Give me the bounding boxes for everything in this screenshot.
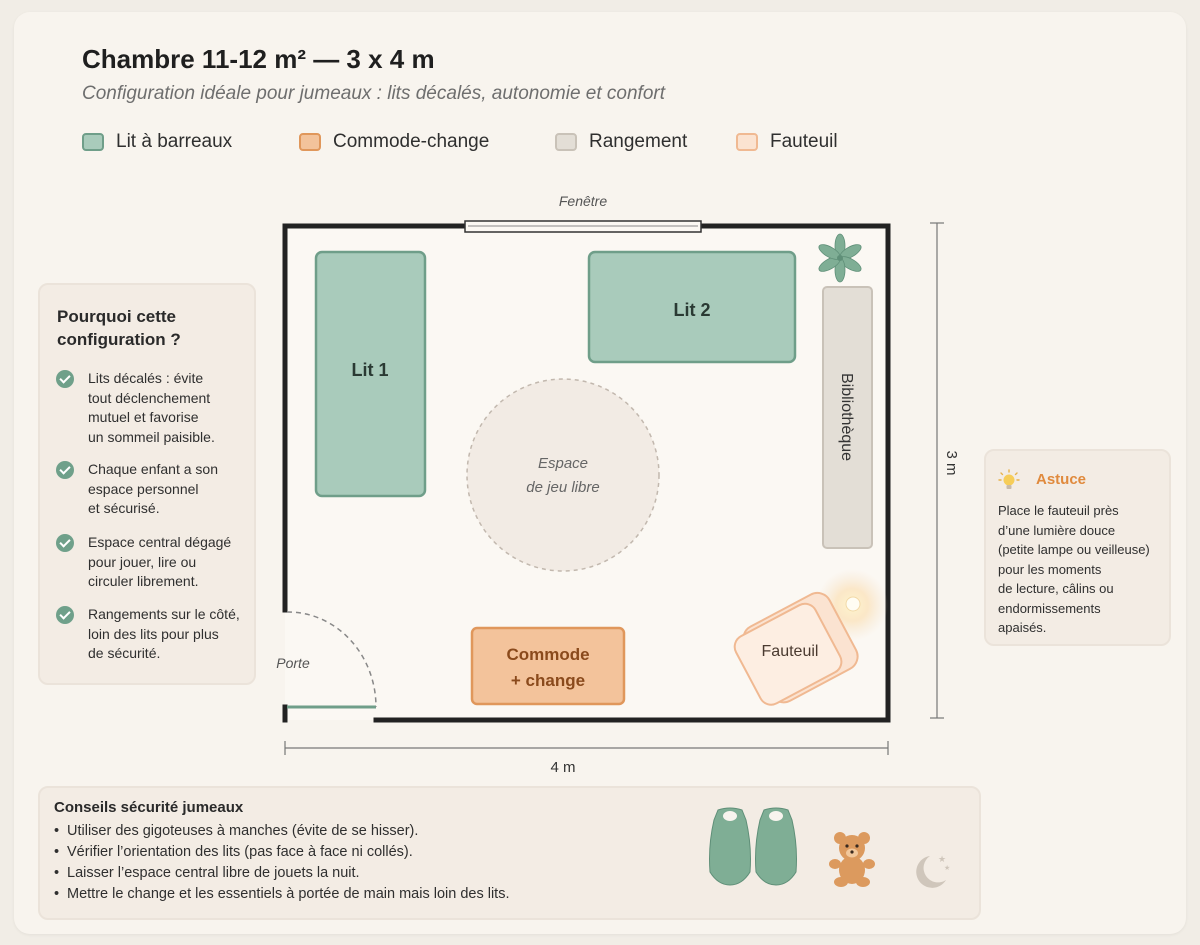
- bed-1-label: Lit 1: [351, 360, 388, 380]
- check-icon: [56, 370, 74, 388]
- door-label: Porte: [276, 655, 310, 671]
- play-area-label: Espace: [538, 455, 588, 472]
- safety-list: Utiliser des gigoteuses à manches (évite…: [54, 821, 509, 905]
- legend-item-storage: Rangement: [555, 131, 687, 153]
- lightbulb-icon: [998, 469, 1020, 489]
- window-label: Fenêtre: [559, 193, 607, 209]
- svg-text:★: ★: [944, 864, 950, 872]
- safety-title: Conseils sécurité jumeaux: [54, 799, 244, 816]
- legend-swatch-dresser: [299, 133, 321, 151]
- reason-text: Espace central dégagé pour jouer, lire o…: [88, 534, 232, 589]
- check-icon: [56, 606, 74, 624]
- legend-label: Fauteuil: [770, 131, 838, 152]
- safety-item: Laisser l’espace central libre de jouets…: [54, 863, 509, 884]
- reason-text: Lits décalés : évite tout déclenchement …: [88, 370, 215, 445]
- window: [464, 220, 702, 233]
- reason-item: Espace central dégagé pour jouer, lire o…: [56, 533, 231, 592]
- safety-item: Utiliser des gigoteuses à manches (évite…: [54, 821, 509, 842]
- sleep-sack-icon: [709, 807, 797, 886]
- legend-swatch-storage: [555, 133, 577, 151]
- bed-2: [587, 250, 797, 364]
- reason-text: Chaque enfant a son espace personnel et …: [88, 461, 218, 516]
- check-icon: [56, 534, 74, 552]
- legend-label: Rangement: [589, 131, 688, 152]
- check-icon: [56, 461, 74, 479]
- armchair: [733, 591, 859, 706]
- height-label: 3 m: [943, 450, 960, 475]
- dresser-label: Commode: [506, 645, 589, 664]
- safety-item: Mettre le change et les essentiels à por…: [54, 884, 509, 905]
- play-area-label: de jeu libre: [526, 479, 599, 496]
- reason-item: Chaque enfant a son espace personnel et …: [56, 460, 218, 519]
- legend-label: Commode-change: [333, 131, 490, 152]
- armchair-label: Fauteuil: [762, 643, 819, 660]
- svg-text:★: ★: [938, 854, 946, 864]
- legend-swatch-crib: [82, 133, 104, 151]
- page-subtitle: Configuration idéale pour jumeaux : lits…: [82, 83, 666, 104]
- tip-text: Place le fauteuil près d’une lumière dou…: [998, 503, 1150, 635]
- teddy-bear-icon: [829, 832, 875, 887]
- tip-title: Astuce: [1036, 471, 1087, 488]
- tip-panel: Astuce Place le fauteuil près d’une lumi…: [984, 449, 1171, 646]
- bed-1: [314, 250, 427, 498]
- reason-item: Rangements sur le côté, loin des lits po…: [56, 605, 240, 664]
- legend-item-dresser: Commode-change: [299, 131, 489, 153]
- legend-item-armchair: Fauteuil: [736, 131, 838, 153]
- moon-icon: ★ ★: [916, 854, 950, 888]
- bed-2-label: Lit 2: [673, 300, 710, 320]
- page-title: Chambre 11-12 m² — 3 x 4 m: [82, 44, 435, 74]
- room-walls: [282, 223, 891, 723]
- door: [286, 611, 377, 709]
- width-dimension: [284, 741, 889, 755]
- legend-item-crib: Lit à barreaux: [82, 131, 232, 153]
- bookshelf: [822, 286, 873, 549]
- floor-plan: Fenêtre Porte Espace de jeu libre Lit 1 …: [276, 193, 960, 776]
- safety-item: Vérifier l’orientation des lits (pas fac…: [54, 842, 509, 863]
- width-label: 4 m: [550, 759, 575, 776]
- bookshelf-label: Bibliothèque: [838, 373, 855, 461]
- why-panel: Pourquoi cette configuration ? Lits déca…: [38, 283, 256, 685]
- play-area: [466, 378, 660, 572]
- height-dimension: [930, 222, 944, 719]
- reason-text: Rangements sur le côté, loin des lits po…: [88, 606, 240, 661]
- dresser: [470, 626, 626, 706]
- legend-swatch-armchair: [736, 133, 758, 151]
- safety-panel: Conseils sécurité jumeaux Utiliser des g…: [38, 786, 981, 920]
- dresser-label: + change: [511, 671, 585, 690]
- reason-item: Lits décalés : évite tout déclenchement …: [56, 369, 215, 447]
- plant-icon: [818, 233, 862, 283]
- why-title: Pourquoi cette configuration ?: [57, 307, 181, 349]
- legend-label: Lit à barreaux: [116, 131, 233, 152]
